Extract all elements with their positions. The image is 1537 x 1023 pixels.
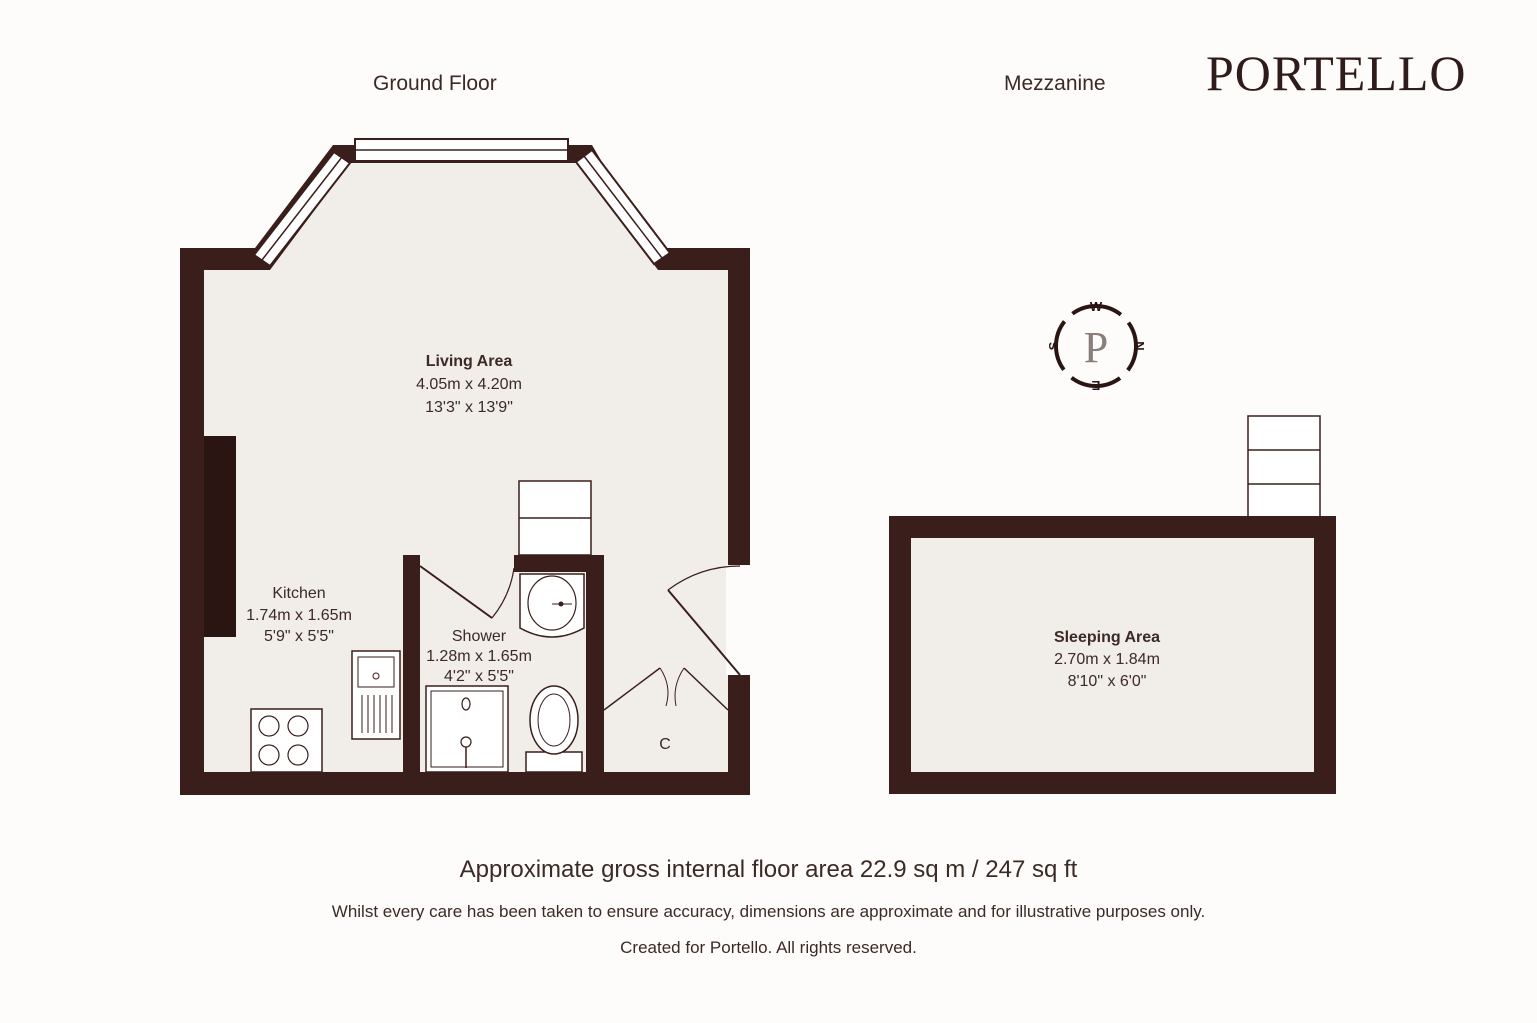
hob-icon — [250, 708, 323, 773]
mezzanine-plan: Sleeping Area 2.70m x 1.84m 8'10" x 6'0" — [889, 415, 1336, 794]
compass-west: W — [1090, 299, 1103, 314]
disclaimer-text: Whilst every care has been taken to ensu… — [331, 902, 1206, 921]
living-area-imperial: 13'3" x 13'9" — [425, 399, 513, 416]
living-area-metric: 4.05m x 4.20m — [416, 376, 522, 393]
kitchen-name: Kitchen — [272, 585, 325, 602]
compass-east: E — [1091, 378, 1100, 393]
living-area-name: Living Area — [426, 353, 513, 370]
shower-imperial: 4'2" x 5'5" — [444, 668, 514, 685]
cupboard-label: C — [659, 736, 671, 753]
entrance-door-arc — [667, 565, 741, 591]
shower-door — [419, 565, 493, 619]
credit-text: Created for Portello. All rights reserve… — [620, 938, 917, 957]
shower-wall-left — [403, 555, 420, 775]
entrance-door — [667, 589, 741, 676]
floor-area-summary: Approximate gross internal floor area 22… — [459, 856, 1078, 883]
shower-tray-icon — [425, 685, 509, 773]
bay-window — [252, 138, 672, 268]
toilet-icon — [525, 685, 583, 773]
ground-floor-plan: Living Area 4.05m x 4.20m 13'3" x 13'9" … — [180, 138, 752, 795]
shower-name: Shower — [452, 628, 507, 645]
ground-floor-title: Ground Floor — [373, 72, 497, 95]
cupboard — [603, 667, 729, 711]
compass-north: N — [1132, 341, 1147, 350]
compass-south: S — [1046, 341, 1061, 350]
shower-metric: 1.28m x 1.65m — [426, 648, 532, 665]
entrance-door-gap — [726, 565, 752, 675]
sleeping-area-metric: 2.70m x 1.84m — [1054, 651, 1160, 668]
sleeping-area-name: Sleeping Area — [1054, 629, 1160, 646]
kitchen-worktop — [204, 436, 236, 637]
shower-door-arc — [491, 567, 515, 619]
staircase — [518, 480, 592, 556]
kitchen-sink-icon — [351, 650, 401, 740]
compass-letter: P — [1084, 323, 1108, 372]
mezzanine-title: Mezzanine — [1004, 72, 1106, 95]
mezzanine-ladder — [1247, 415, 1321, 519]
brand-logo: PORTELLO — [1206, 45, 1467, 101]
sleeping-area-imperial: 8'10" x 6'0" — [1068, 673, 1147, 690]
kitchen-metric: 1.74m x 1.65m — [246, 607, 352, 624]
mezzanine-interior — [911, 538, 1314, 772]
compass-icon: P W N E S — [1046, 299, 1147, 393]
shower-wall-top — [514, 555, 604, 572]
kitchen-imperial: 5'9" x 5'5" — [264, 628, 334, 645]
wash-basin-icon — [519, 573, 585, 638]
shower-wall-right — [586, 555, 604, 775]
